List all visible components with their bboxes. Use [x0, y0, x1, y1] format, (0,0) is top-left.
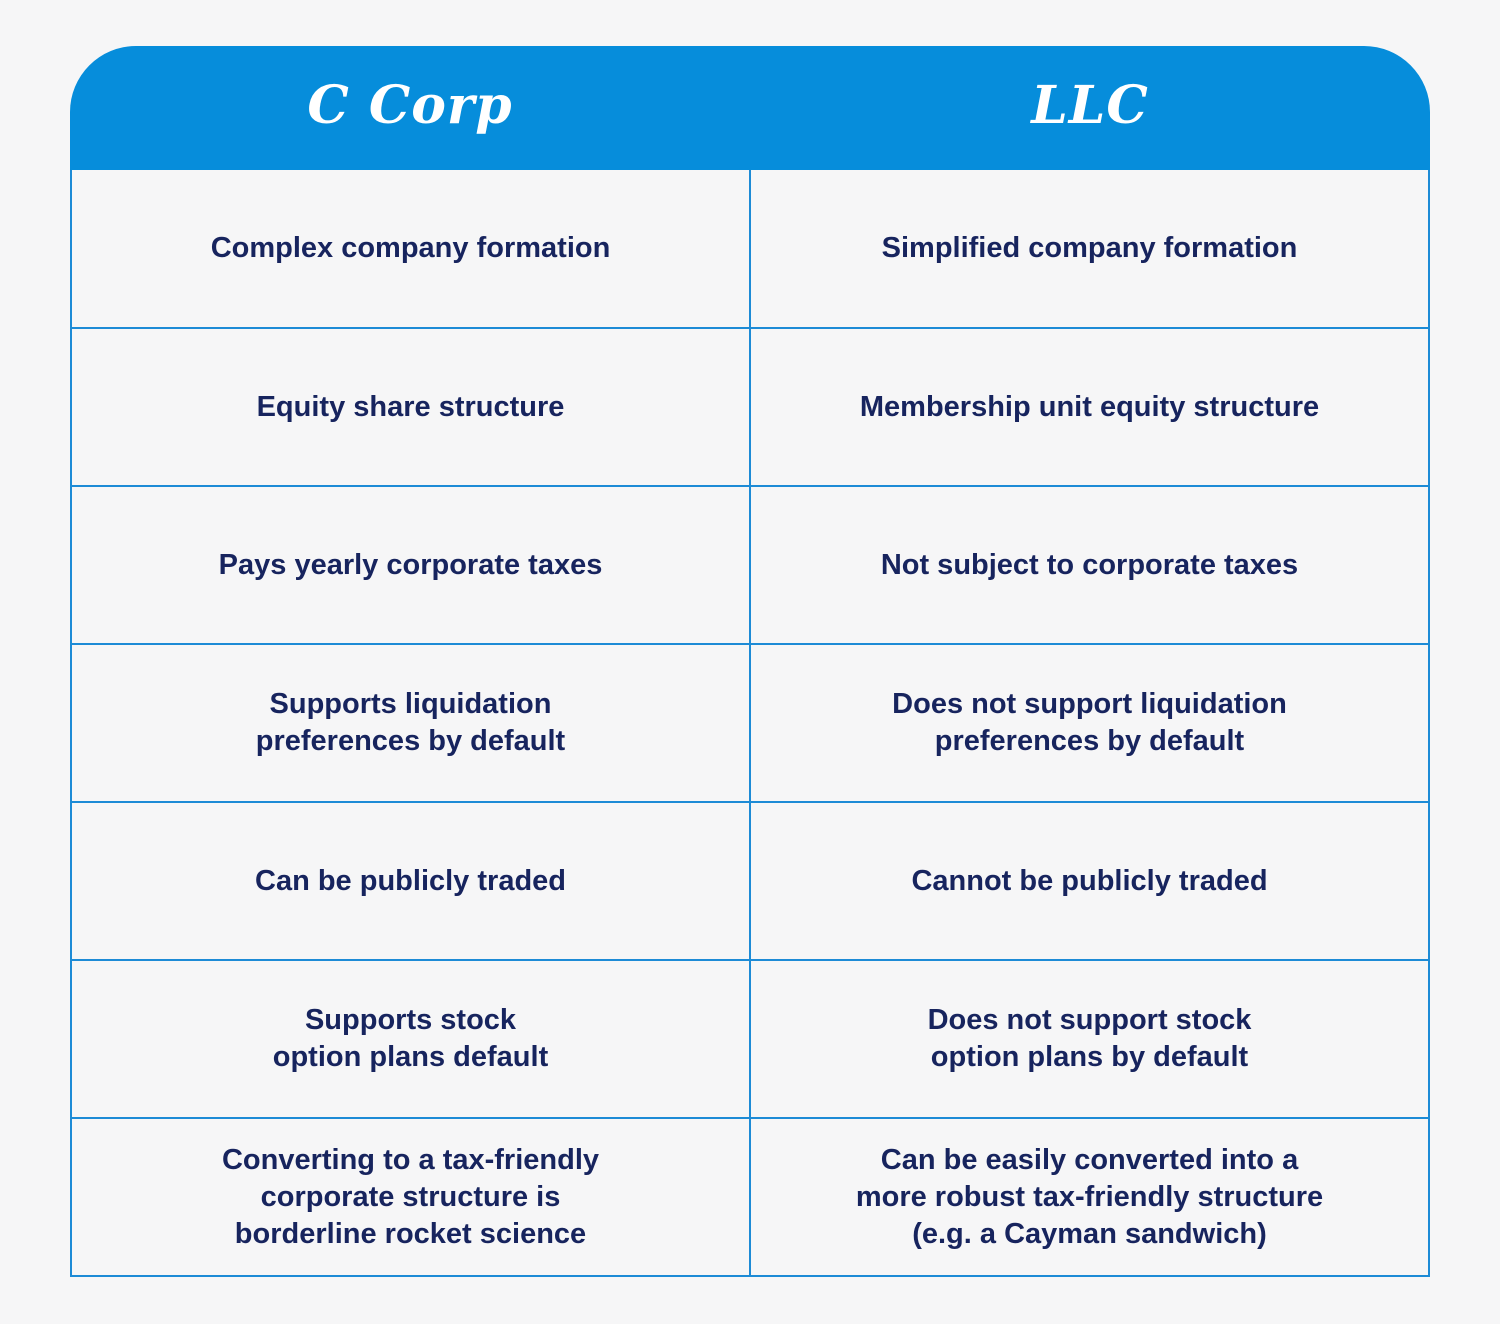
c-corp-cell: Can be publicly traded [72, 803, 751, 959]
comparison-table: C Corp LLC Complex company formation Sim… [70, 46, 1430, 1277]
table-body: Complex company formation Simplified com… [70, 170, 1430, 1277]
header-llc: LLC [1031, 74, 1149, 136]
llc-cell: Can be easily converted into a more robu… [855, 1143, 1324, 1250]
c-corp-cell: Converting to a tax-friendly corporate s… [72, 1119, 751, 1275]
c-corp-cell: Equity share structure [72, 329, 751, 485]
table-row: Equity share structure Membership unit e… [72, 327, 1428, 485]
c-corp-cell: Supports liquidation preferences by defa… [72, 645, 751, 801]
table-header: C Corp LLC [70, 46, 1430, 170]
llc-cell: Simplified company formation [881, 232, 1298, 264]
c-corp-cell: Pays yearly corporate taxes [72, 487, 751, 643]
c-corp-cell: Supports stock option plans default [72, 961, 751, 1117]
table-row: Supports liquidation preferences by defa… [72, 643, 1428, 801]
table-row: Can be publicly traded Cannot be publicl… [72, 801, 1428, 959]
table-row: Pays yearly corporate taxes Not subject … [72, 485, 1428, 643]
table-row: Complex company formation Simplified com… [72, 170, 1428, 327]
c-corp-cell: Complex company formation [72, 170, 751, 327]
llc-cell: Does not support liquidation preferences… [892, 688, 1287, 757]
llc-cell: Not subject to corporate taxes [880, 548, 1299, 581]
table-row: Supports stock option plans default Does… [72, 959, 1428, 1117]
llc-cell: Cannot be publicly traded [911, 864, 1268, 897]
llc-cell: Membership unit equity structure [859, 390, 1320, 423]
llc-cell: Does not support stock option plans by d… [927, 1004, 1252, 1073]
header-c-corp: C Corp [307, 74, 513, 136]
table-row: Converting to a tax-friendly corporate s… [72, 1117, 1428, 1275]
